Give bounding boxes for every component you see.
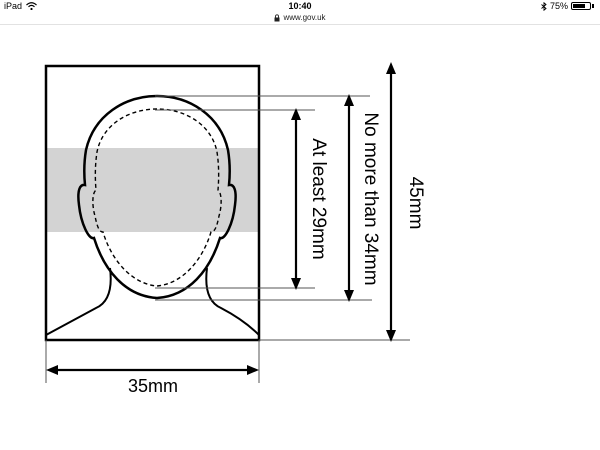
device-name: iPad — [4, 1, 23, 11]
battery-level-fill — [573, 4, 585, 8]
lock-icon — [274, 14, 280, 22]
shoulders — [46, 267, 259, 336]
extension-lines — [45, 95, 410, 383]
battery-percent: 75% — [549, 1, 568, 11]
label-height: 45mm — [405, 177, 426, 230]
toolbar-divider — [0, 24, 600, 25]
photo-frame — [44, 64, 261, 342]
head-outline — [77, 94, 237, 300]
battery-icon — [571, 2, 591, 10]
wifi-icon — [26, 2, 37, 10]
label-no-more-than: No more than 34mm — [360, 112, 381, 285]
clock: 10:40 — [288, 1, 312, 11]
min-head-outline — [92, 108, 222, 287]
url-text: www.gov.uk — [283, 13, 326, 22]
battery-tip — [592, 4, 594, 8]
label-at-least: At least 29mm — [308, 138, 329, 259]
status-bar-right: 75% — [541, 0, 594, 12]
status-bar-left: iPad — [4, 0, 37, 12]
label-width: 35mm — [128, 376, 178, 396]
address-bar[interactable]: www.gov.uk — [0, 12, 600, 24]
bluetooth-icon — [541, 1, 547, 11]
status-bar: iPad 10:40 75% — [0, 0, 600, 12]
dimension-arrows — [46, 62, 396, 375]
